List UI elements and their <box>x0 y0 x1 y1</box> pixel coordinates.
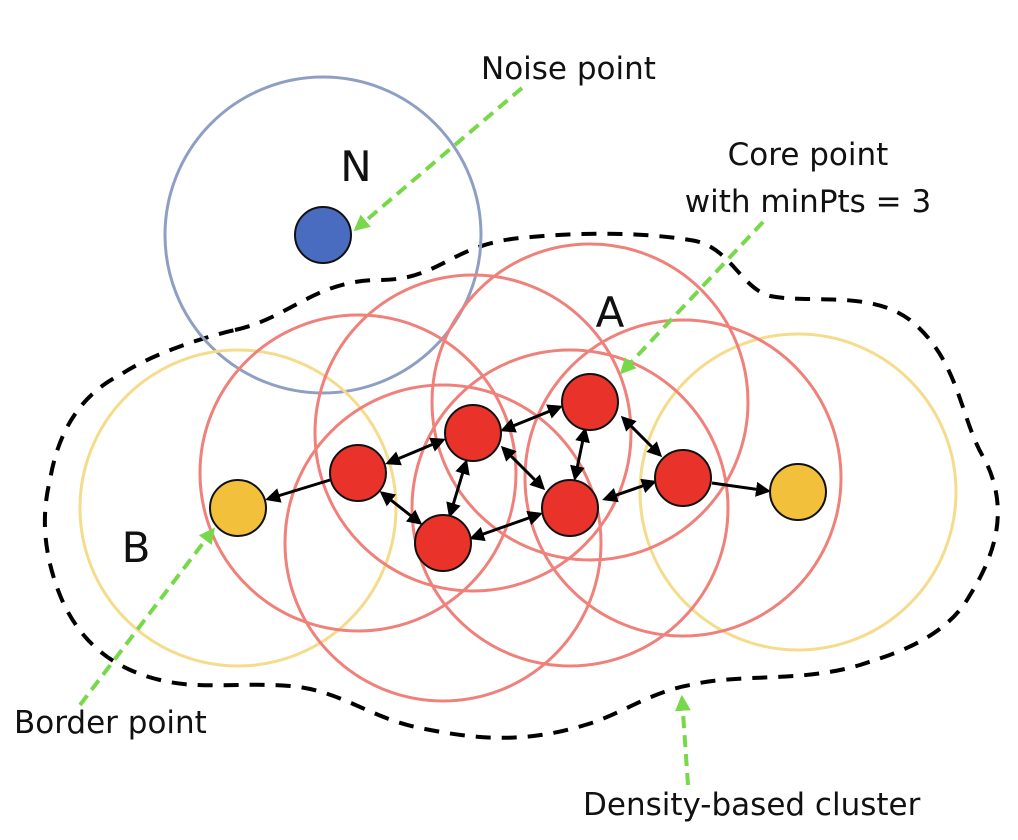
noise-point <box>294 206 352 264</box>
border-point-label: Border point <box>14 705 207 741</box>
border-point <box>209 479 267 537</box>
core-point <box>414 514 472 572</box>
core-point-label-line2: with minPts = 3 <box>685 184 932 220</box>
core-point <box>329 444 387 502</box>
border-point-letter: B <box>122 523 151 572</box>
core-point <box>561 373 619 431</box>
core-point-label-line1: Core point <box>728 137 889 173</box>
noise-point-label: Noise point <box>481 51 656 87</box>
core-radius-circle <box>430 242 750 562</box>
pointer-arrows <box>78 86 765 786</box>
cluster-label: Density-based cluster <box>583 787 921 823</box>
border-point <box>769 463 827 521</box>
cluster-boundary <box>42 231 1000 740</box>
core-radius-circle <box>283 383 603 703</box>
noise-point-letter: N <box>340 142 371 191</box>
core-point <box>541 479 599 537</box>
noise-radius-circle <box>163 75 483 395</box>
density-links <box>265 404 771 542</box>
core-point <box>654 449 712 507</box>
core-point-letter: A <box>596 288 625 337</box>
core-point <box>444 404 502 462</box>
